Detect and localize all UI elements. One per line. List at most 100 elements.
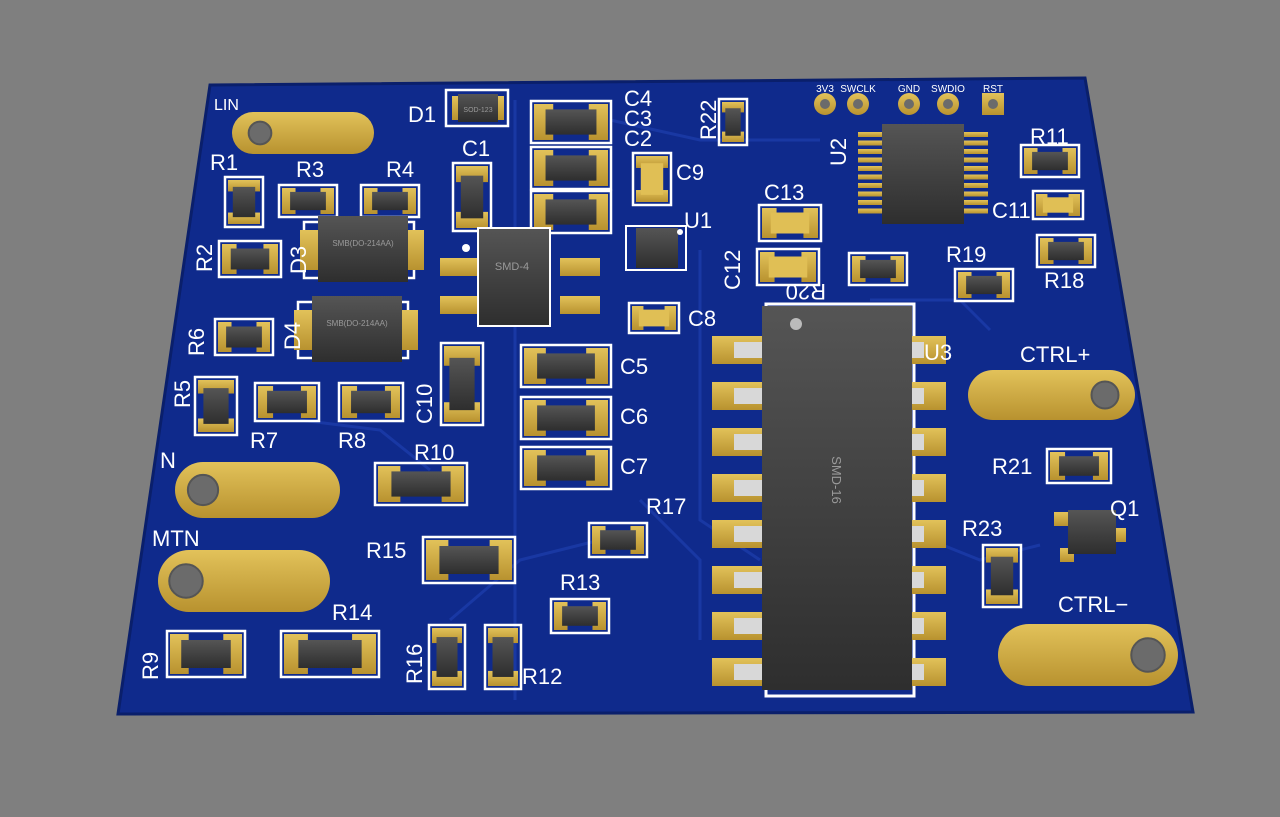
designator-r3: R3	[296, 157, 324, 182]
designator-r15: R15	[366, 538, 406, 563]
resistor-r15	[421, 535, 517, 585]
resistor-r17	[587, 521, 649, 559]
resistor-r22	[717, 97, 749, 147]
designator-r20: R20	[786, 279, 826, 304]
designator-u3: U3	[924, 340, 952, 365]
designator-c6: C6	[620, 404, 648, 429]
designator-c12: C12	[720, 250, 745, 290]
bridge-marking: SMD-4	[495, 261, 529, 273]
pin-hole	[904, 99, 914, 109]
designator-r9: R9	[138, 652, 163, 680]
designator-r4: R4	[386, 157, 414, 182]
designator-r19: R19	[946, 242, 986, 267]
designator-r1: R1	[210, 150, 238, 175]
designator-r23: R23	[962, 516, 1002, 541]
designator-c9: C9	[676, 160, 704, 185]
designator-c13: C13	[764, 180, 804, 205]
mounting-hole	[1090, 380, 1120, 410]
resistor-r8	[337, 381, 405, 423]
resistor-r7	[253, 381, 321, 423]
pin-hole	[988, 99, 998, 109]
designator-r10: R10	[414, 440, 454, 465]
header-label-rst: RST	[983, 84, 1003, 95]
designator-c10: C10	[412, 384, 437, 424]
connector-pad-lin	[232, 112, 374, 154]
capacitor-c12	[755, 247, 821, 287]
mounting-hole	[186, 473, 220, 507]
designator-r12: R12	[522, 664, 562, 689]
diode-d1-marking: SOD-123	[463, 107, 492, 114]
capacitor-c4	[529, 99, 613, 145]
capacitor-c13	[757, 203, 823, 243]
label-ctrl-minus: CTRL−	[1058, 592, 1128, 617]
capacitor-c11	[1031, 189, 1085, 221]
resistor-r11	[1019, 143, 1081, 179]
resistor-r4	[359, 183, 421, 219]
resistor-r6	[213, 317, 275, 357]
resistor-r20	[847, 251, 909, 287]
label-n: N	[160, 448, 176, 473]
resistor-r14	[279, 629, 381, 679]
designator-r16: R16	[402, 644, 427, 684]
ic-u1	[625, 225, 687, 271]
designator-r5: R5	[170, 380, 195, 408]
header-label-gnd: GND	[898, 84, 920, 95]
label-lin: LIN	[214, 97, 239, 114]
designator-d3: D3	[286, 246, 311, 274]
designator-r8: R8	[338, 428, 366, 453]
resistor-r23	[981, 543, 1023, 609]
designator-r17: R17	[646, 494, 686, 519]
designator-r11: R11	[1030, 124, 1069, 149]
resistor-r19	[953, 267, 1015, 303]
designator-r14: R14	[332, 600, 372, 625]
designator-r22: R22	[696, 100, 721, 140]
ic-u3	[712, 302, 946, 698]
capacitor-c7	[519, 445, 613, 491]
designator-d1: D1	[408, 102, 436, 127]
resistor-r16	[427, 623, 467, 691]
designator-d4: D4	[280, 322, 305, 350]
capacitor-c10	[439, 341, 485, 427]
label-mtn: MTN	[152, 526, 200, 551]
designator-u1: U1	[684, 208, 712, 233]
designator-c8: C8	[688, 306, 716, 331]
capacitor-c8	[627, 301, 681, 335]
designator-c1: C1	[462, 136, 490, 161]
connector-pad-ctrl-minus	[998, 624, 1178, 686]
ic-u3-marking: SMD-16	[829, 456, 844, 504]
label-ctrl-plus: CTRL+	[1020, 342, 1090, 367]
resistor-r13	[549, 597, 611, 635]
diode-d1	[444, 88, 510, 128]
resistor-r2	[217, 239, 283, 279]
mounting-hole	[1130, 637, 1166, 673]
designator-r18: R18	[1044, 268, 1084, 293]
diode-d3	[300, 216, 424, 282]
diode-d3-marking: SMB(DO-214AA)	[332, 239, 394, 248]
designator-r21: R21	[992, 454, 1032, 479]
capacitor-c9	[631, 151, 673, 207]
pin-hole	[853, 99, 863, 109]
designator-c7: C7	[620, 454, 648, 479]
mounting-hole	[247, 120, 273, 146]
resistor-r21	[1045, 447, 1113, 485]
designator-r2: R2	[192, 244, 217, 272]
designator-c2: C2	[624, 126, 652, 151]
designator-u2: U2	[826, 138, 851, 166]
designator-r7: R7	[250, 428, 278, 453]
header-label-swdio: SWDIO	[931, 84, 965, 95]
designator-c5: C5	[620, 354, 648, 379]
diode-d4	[294, 296, 418, 362]
resistor-r3	[277, 183, 339, 219]
designator-c11: C11	[992, 198, 1031, 223]
header-label-swclk: SWCLK	[840, 84, 876, 95]
designator-c4: C4	[624, 86, 652, 111]
transistor-q1	[1054, 510, 1126, 562]
capacitor-c2	[529, 189, 613, 235]
connector-pad-n	[175, 462, 340, 518]
diode-d4-marking: SMB(DO-214AA)	[326, 319, 388, 328]
pin-hole	[943, 99, 953, 109]
mounting-hole	[168, 563, 204, 599]
capacitor-c3	[529, 145, 613, 191]
